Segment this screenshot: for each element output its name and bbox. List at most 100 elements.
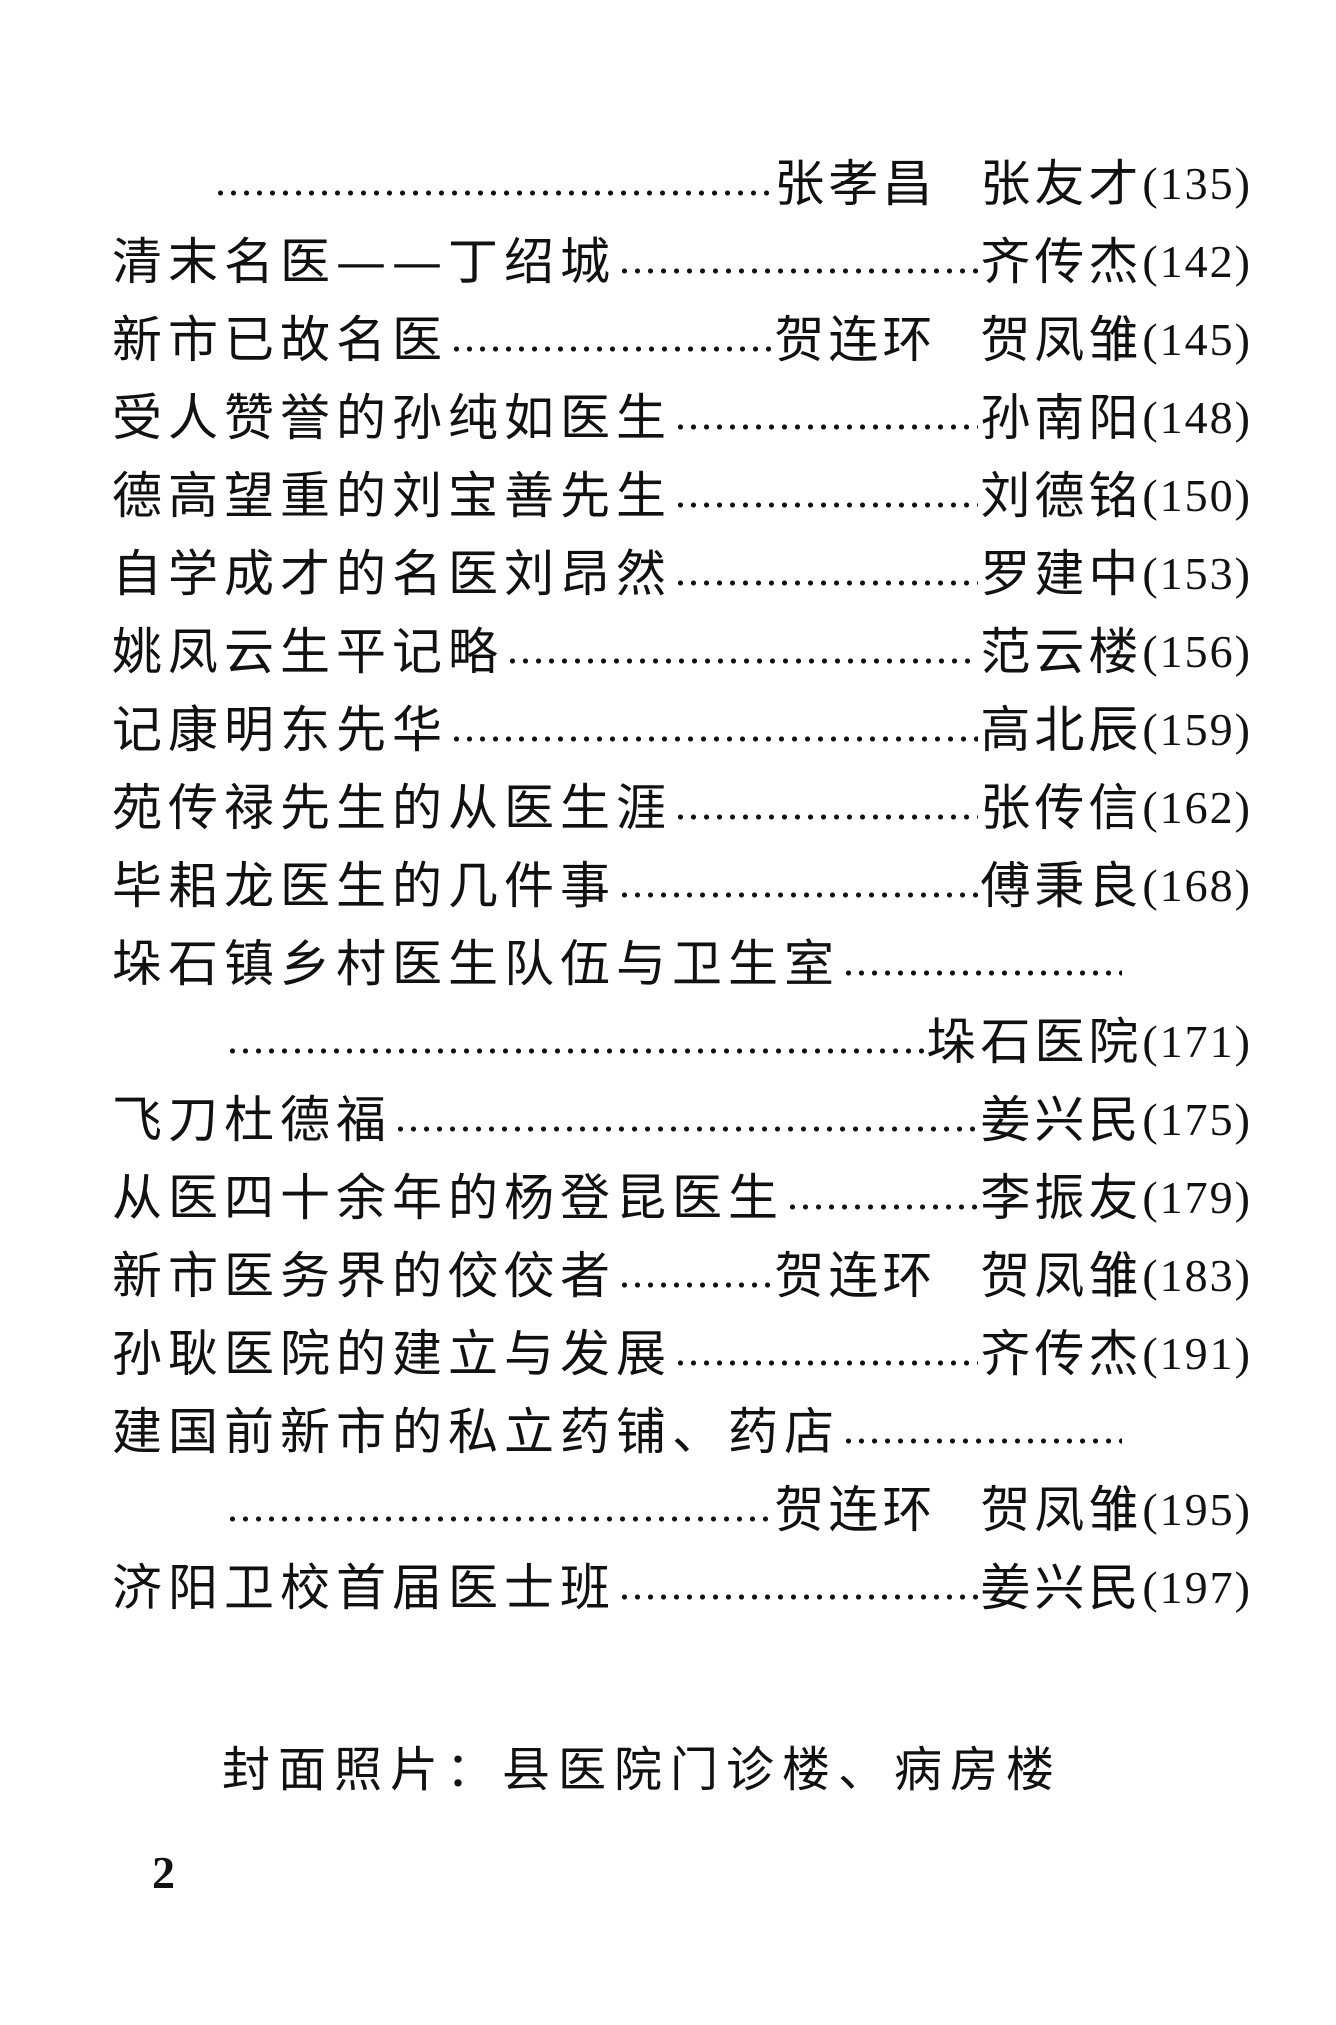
dot-leader [674,1356,979,1370]
author-name: 罗建中 [980,545,1143,603]
dot-leader [618,1590,979,1604]
author-name: 姜兴民 [980,1091,1143,1149]
entry-authors: 齐传杰 [980,232,1142,292]
dot-leader [226,1512,773,1526]
entry-page-number: (150) [1142,470,1252,521]
author-name: 范云楼 [980,623,1143,681]
author-name: 贺连环 [774,1481,937,1539]
toc-entry: 孙耿医院的建立与发展 齐传杰(191) [112,1306,1252,1384]
entry-title: 毕耜龙医生的几件事 [112,857,616,915]
toc-entry: 受人赞誉的孙纯如医生 孙南阳(148) [112,370,1252,448]
toc-entry: 苑传禄先生的从医生涯张传信(162) [112,760,1252,838]
author-name: 贺连环 [774,311,937,369]
dot-leader [450,342,773,356]
toc-entry: 德高望重的刘宝善先生 刘德铭(150) [112,448,1252,526]
dot-leader [786,1200,979,1214]
author-name: 傅秉良 [980,857,1143,915]
entry-title: 记康明东先华 [112,701,448,759]
dot-leader [674,420,979,434]
author-name: 张传信 [980,779,1143,837]
entry-page-number: (153) [1142,548,1252,599]
entry-title: 德高望重的刘宝善先生 [112,467,672,525]
entry-authors: 张传信 [980,778,1142,838]
author-name: 高北辰 [980,701,1143,759]
dot-leader [450,732,979,746]
author-name: 张孝昌 [774,155,937,213]
entry-page-number: (191) [1142,1328,1252,1379]
dot-leader [226,1044,925,1058]
dot-leader [842,966,1122,980]
entry-authors: 高北辰 [980,700,1142,760]
dot-leader [674,498,979,512]
entry-page-number: (171) [1142,1016,1252,1067]
dot-leader [394,1122,979,1136]
table-of-contents: 张孝昌张友才(135)清末名医——丁绍城齐传杰(142)新市已故名医贺连环贺凤雏… [112,136,1252,1618]
author-name: 贺凤雏 [980,1481,1143,1539]
dot-leader [214,186,773,200]
toc-entry: 飞刀杜德福 姜兴民(175) [112,1072,1252,1150]
entry-authors: 张孝昌张友才 [774,154,1142,214]
author-name: 张友才 [980,155,1143,213]
toc-entry: 垛石镇乡村医生队伍与卫生室 [112,916,1252,994]
entry-title: 新市已故名医 [112,311,448,369]
entry-title: 清末名医——丁绍城 [112,233,616,291]
dot-leader [674,576,979,590]
author-name: 贺连环 [774,1247,937,1305]
entry-authors: 贺连环贺凤雏 [774,1246,1142,1306]
entry-page-number: (195) [1142,1484,1252,1535]
entry-page-number: (179) [1142,1172,1252,1223]
entry-authors: 姜兴民 [980,1090,1142,1150]
toc-entry: 清末名医——丁绍城齐传杰(142) [112,214,1252,292]
entry-title: 飞刀杜德福 [112,1091,392,1149]
entry-title: 苑传禄先生的从医生涯 [112,779,672,837]
entry-title: 姚凤云生平记略 [112,623,504,681]
entry-authors: 李振友 [980,1168,1142,1228]
author-name: 贺凤雏 [980,311,1143,369]
entry-authors: 齐传杰 [980,1324,1142,1384]
entry-authors: 贺连环贺凤雏 [774,1480,1142,1540]
entry-page-number: (175) [1142,1094,1252,1145]
entry-title: 济阳卫校首届医士班 [112,1559,616,1617]
toc-entry: 济阳卫校首届医士班 姜兴民(197) [112,1540,1252,1618]
entry-page-number: (197) [1142,1562,1252,1613]
entry-page-number: (156) [1142,626,1252,677]
author-name: 贺凤雏 [980,1247,1143,1305]
entry-authors: 范云楼 [980,622,1142,682]
dot-leader [618,888,979,902]
author-name: 齐传杰 [980,1325,1143,1383]
toc-entry: 贺连环贺凤雏(195) [112,1462,1252,1540]
page-number: 2 [152,1847,175,1898]
entry-authors: 刘德铭 [980,466,1142,526]
author-name: 姜兴民 [980,1559,1143,1617]
toc-entry: 从医四十余年的杨登昆医生 李振友(179) [112,1150,1252,1228]
entry-title: 建国前新市的私立药铺、药店 [112,1403,840,1461]
author-name: 孙南阳 [980,389,1143,447]
entry-title: 受人赞誉的孙纯如医生 [112,389,672,447]
entry-title: 孙耿医院的建立与发展 [112,1325,672,1383]
entry-title: 自学成才的名医刘昂然 [112,545,672,603]
toc-entry: 建国前新市的私立药铺、药店 [112,1384,1252,1462]
toc-entry: 姚凤云生平记略 范云楼(156) [112,604,1252,682]
entry-authors: 贺连环贺凤雏 [774,310,1142,370]
toc-entry: 自学成才的名医刘昂然 罗建中(153) [112,526,1252,604]
cover-photo-note: 封面照片：县医院门诊楼、病房楼 [222,1742,1063,1798]
entry-page-number: (145) [1142,314,1252,365]
toc-entry: 记康明东先华 高北辰(159) [112,682,1252,760]
entry-authors: 罗建中 [980,544,1142,604]
entry-title: 垛石镇乡村医生队伍与卫生室 [112,935,840,993]
entry-authors: 孙南阳 [980,388,1142,448]
entry-page-number: (159) [1142,704,1252,755]
entry-page-number: (148) [1142,392,1252,443]
entry-page-number: (168) [1142,860,1252,911]
toc-entry: 新市医务界的佼佼者贺连环贺凤雏(183) [112,1228,1252,1306]
dot-leader [674,810,979,824]
author-name: 刘德铭 [980,467,1143,525]
author-name: 齐传杰 [980,233,1143,291]
dot-leader [618,1278,773,1292]
entry-authors: 傅秉良 [980,856,1142,916]
entry-title: 从医四十余年的杨登昆医生 [112,1169,784,1227]
entry-authors: 垛石医院 [926,1012,1142,1072]
author-name: 李振友 [980,1169,1143,1227]
toc-entry: 新市已故名医 贺连环贺凤雏(145) [112,292,1252,370]
dot-leader [506,654,979,668]
